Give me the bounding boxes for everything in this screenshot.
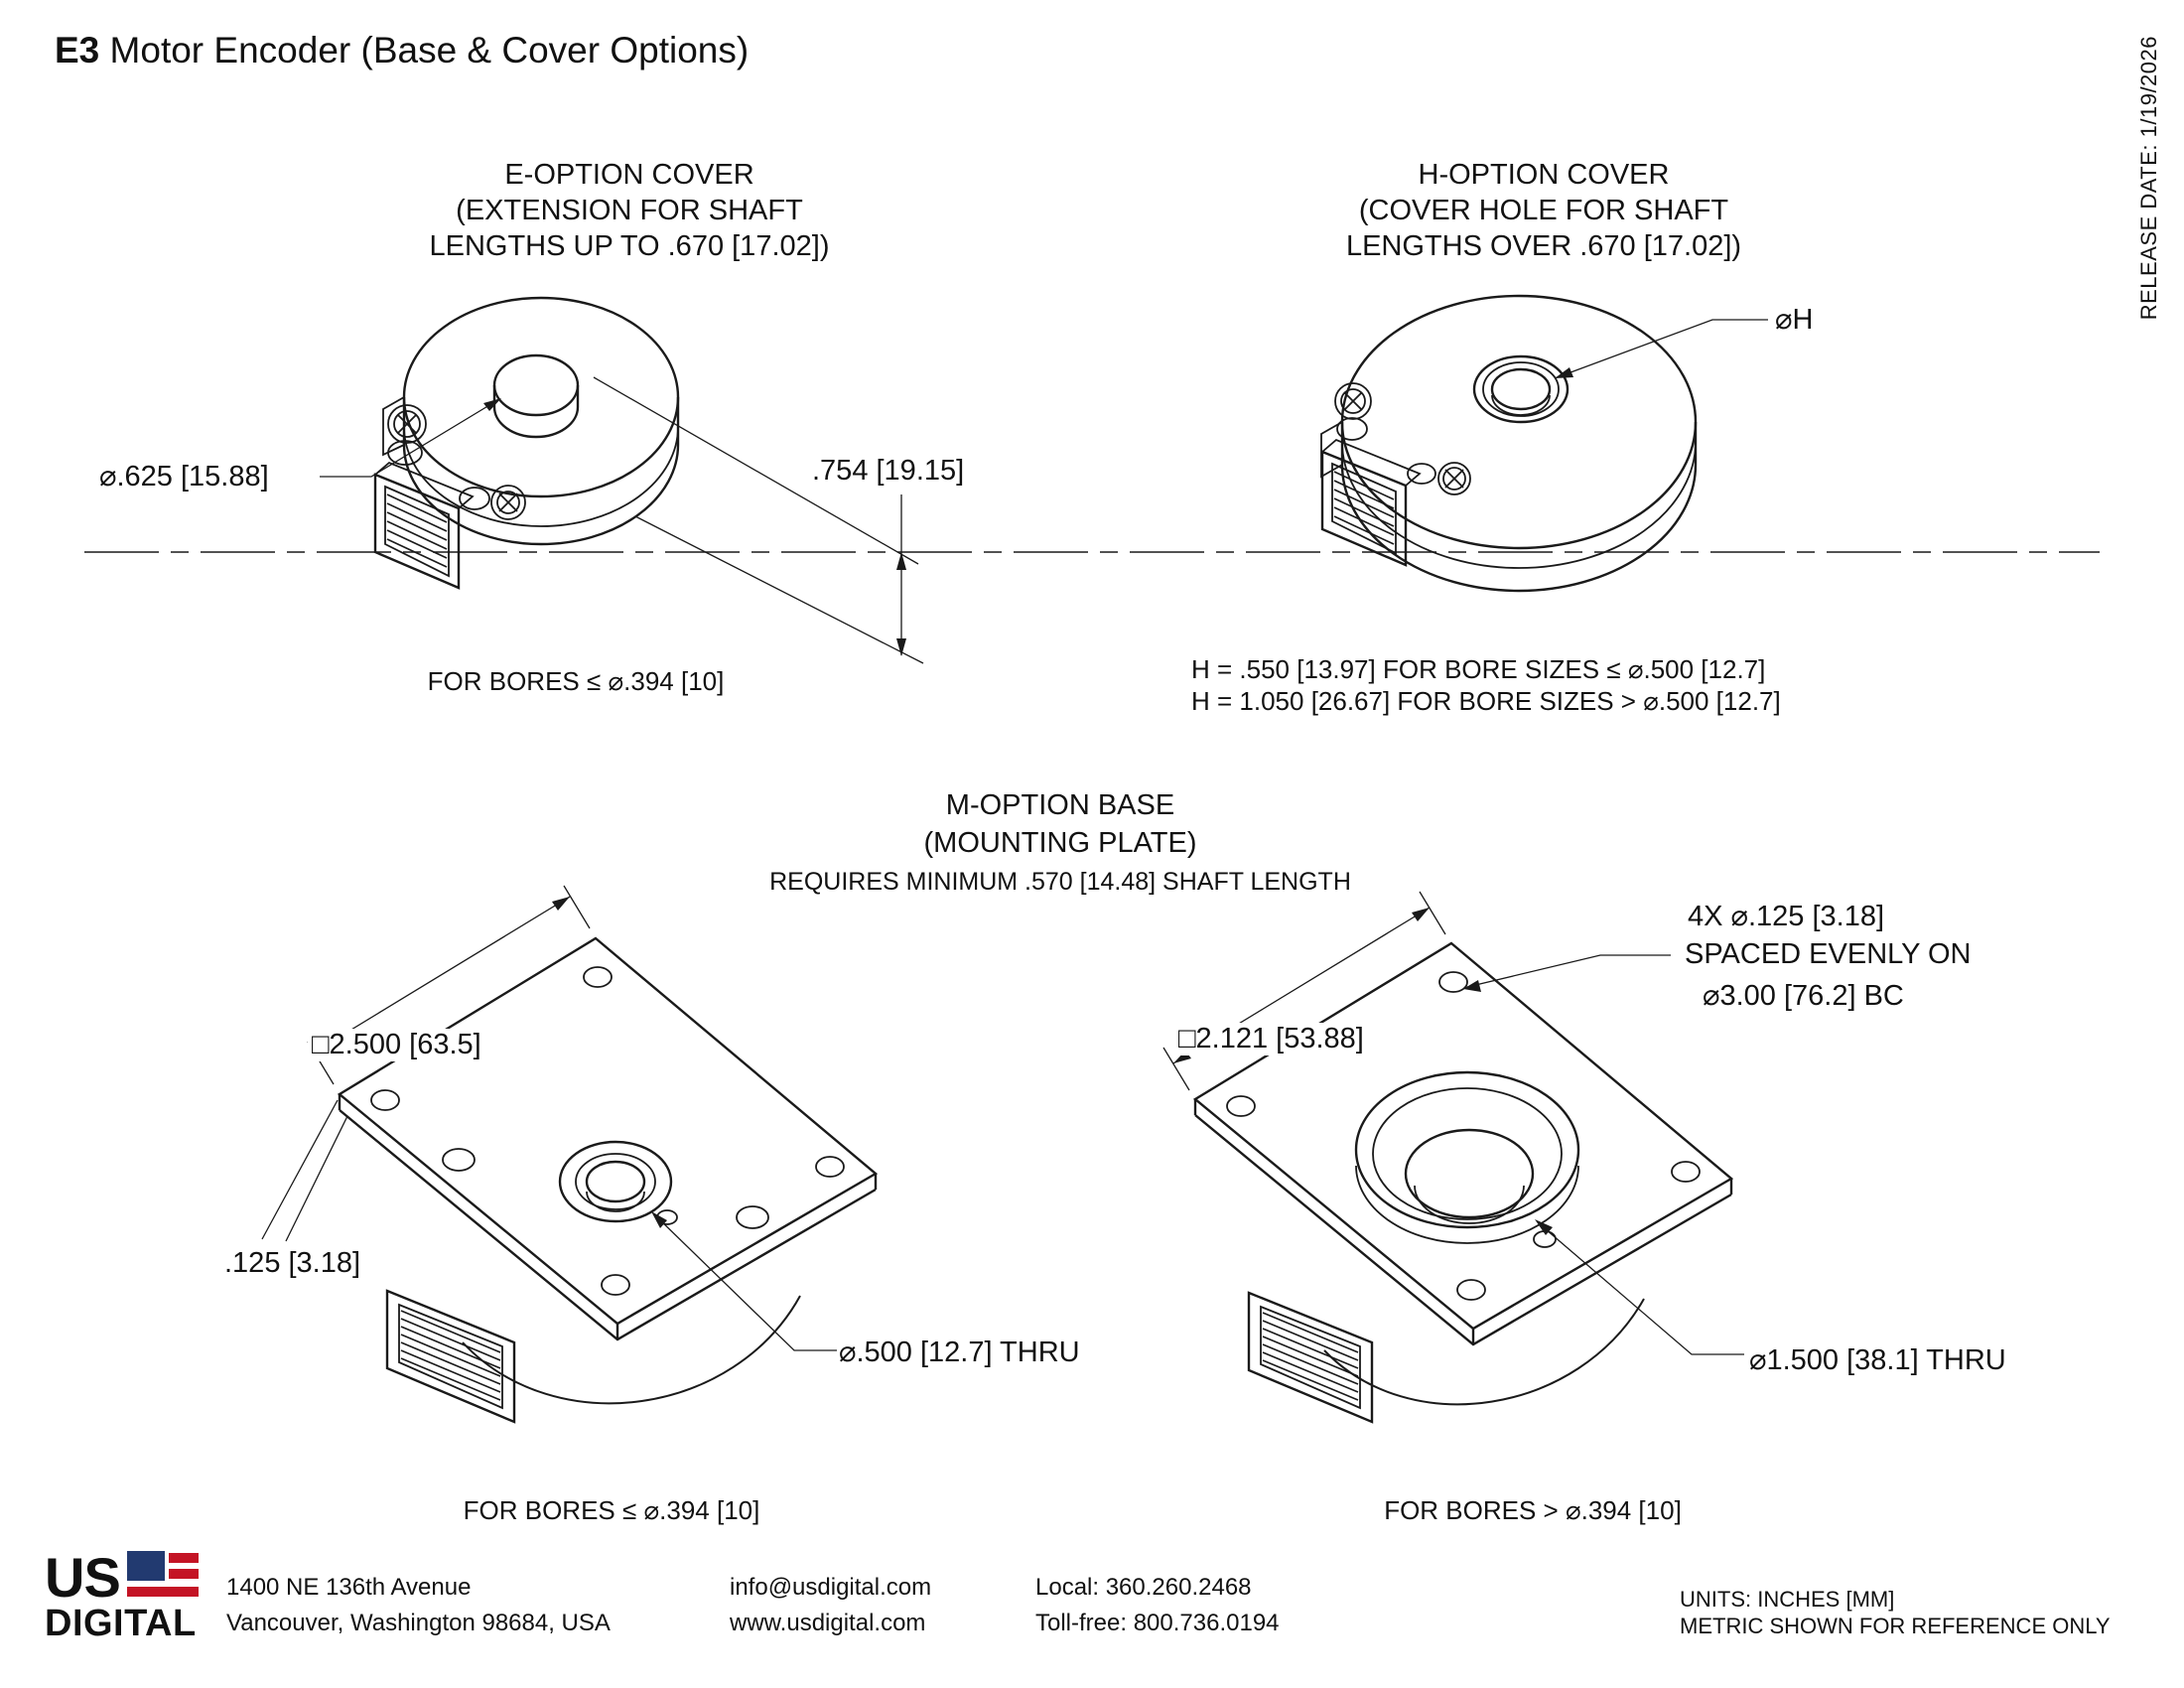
- h-option-figure: [1320, 294, 1698, 593]
- h-option-notes: H = .550 [13.97] FOR BORE SIZES ≤ ⌀.500 …: [1191, 653, 1781, 717]
- m-large-square-dim: □2.121 [53.88]: [1174, 1023, 1368, 1055]
- footer-units-line2: METRIC SHOWN FOR REFERENCE ONLY: [1680, 1614, 2111, 1638]
- h-option-hole-diameter-dim: ⌀H: [1775, 304, 1814, 336]
- footer-phone-local: Local: 360.260.2468: [1035, 1574, 1252, 1601]
- e-option-extension-height-dim: .754 [19.15]: [812, 455, 965, 487]
- m-small-caption: FOR BORES ≤ ⌀.394 [10]: [463, 1495, 760, 1525]
- m-large-holes-dim-line2: SPACED EVENLY ON: [1685, 938, 1972, 970]
- footer-website: www.usdigital.com: [730, 1610, 926, 1636]
- h-option-heading-line1: H-OPTION COVER: [1418, 159, 1670, 191]
- logo-digital-text: DIGITAL: [45, 1603, 197, 1644]
- h-option-note-line1: H = .550 [13.97] FOR BORE SIZES ≤ ⌀.500 …: [1191, 654, 1766, 684]
- m-large-holes-dim-line1: 4X ⌀.125 [3.18]: [1688, 901, 1885, 932]
- e-option-heading-line2: (EXTENSION FOR SHAFT: [456, 195, 803, 226]
- m-small-base-figure: [337, 936, 879, 1424]
- footer-address-line2: Vancouver, Washington 98684, USA: [226, 1610, 611, 1636]
- m-option-heading-line1: M-OPTION BASE: [945, 789, 1175, 821]
- e-option-heading-line3: LENGTHS UP TO .670 [17.02]): [429, 230, 830, 262]
- e-option-caption: FOR BORES ≤ ⌀.394 [10]: [427, 666, 725, 696]
- e-option-heading: E-OPTION COVER (EXTENSION FOR SHAFT LENG…: [312, 157, 947, 264]
- m-small-square-dim: □2.500 [63.5]: [308, 1029, 485, 1061]
- m-small-thickness-dim: .125 [3.18]: [224, 1247, 361, 1279]
- h-option-dimensions: [1554, 319, 1768, 379]
- h-option-heading: H-OPTION COVER (COVER HOLE FOR SHAFT LEN…: [1226, 157, 1861, 264]
- m-large-base-figure: [1192, 941, 1734, 1424]
- footer-address-line1: 1400 NE 136th Avenue: [226, 1574, 472, 1601]
- h-option-heading-line3: LENGTHS OVER .670 [17.02]): [1345, 230, 1742, 262]
- logo-us-text: US: [45, 1546, 121, 1609]
- m-large-center-hole-dim: ⌀1.500 [38.1] THRU: [1749, 1344, 2006, 1376]
- footer-phone-tollfree: Toll-free: 800.736.0194: [1035, 1610, 1280, 1636]
- m-option-heading-line3: REQUIRES MINIMUM .570 [14.48] SHAFT LENG…: [769, 868, 1351, 896]
- page-title: E3 Motor Encoder (Base & Cover Options): [55, 30, 749, 71]
- m-large-caption: FOR BORES > ⌀.394 [10]: [1384, 1495, 1682, 1525]
- h-option-heading-line2: (COVER HOLE FOR SHAFT: [1358, 195, 1729, 226]
- us-flag-icon: [127, 1551, 199, 1601]
- m-large-holes-dim-line3: ⌀3.00 [76.2] BC: [1703, 980, 1904, 1012]
- footer-email: info@usdigital.com: [730, 1574, 932, 1601]
- m-large-base-dimensions: [1162, 891, 1744, 1355]
- e-option-dimensions: [320, 376, 924, 664]
- e-option-cover-diameter-dim: ⌀.625 [15.88]: [99, 461, 269, 492]
- e-option-figure: [373, 296, 680, 590]
- page-title-model: E3: [55, 30, 100, 70]
- m-small-center-hole-dim: ⌀.500 [12.7] THRU: [839, 1336, 1080, 1368]
- page-title-text: Motor Encoder (Base & Cover Options): [99, 30, 750, 70]
- release-date: RELEASE DATE: 1/19/2026: [2136, 36, 2161, 321]
- dimension-arrowheads: [314, 367, 1573, 1235]
- footer-units-line1: UNITS: INCHES [MM]: [1680, 1587, 1895, 1612]
- h-option-note-line2: H = 1.050 [26.67] FOR BORE SIZES > ⌀.500…: [1191, 686, 1781, 716]
- e-option-heading-line1: E-OPTION COVER: [504, 159, 754, 191]
- m-option-heading-line2: (MOUNTING PLATE): [923, 827, 1197, 859]
